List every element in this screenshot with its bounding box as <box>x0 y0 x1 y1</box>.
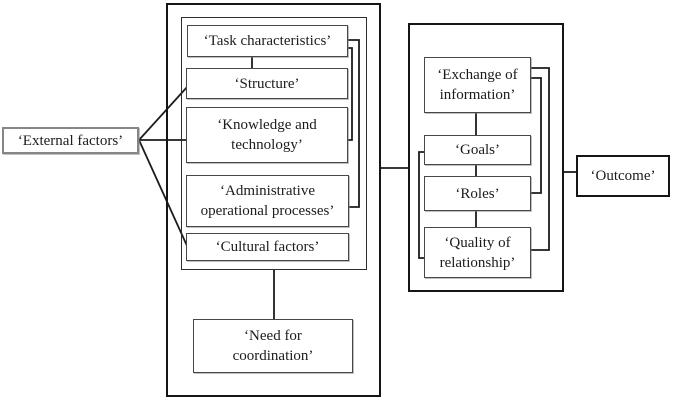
bracket-exchange-roles <box>530 77 542 194</box>
bracket-task-administrative <box>347 39 360 208</box>
factors-inner-container <box>181 17 367 270</box>
need-coordination-label: ‘Need for coordination’ <box>232 328 314 364</box>
task-characteristics-label: ‘Task characteristics’ <box>203 33 332 49</box>
quality-relationship-box: ‘Quality of relationship’ <box>424 227 531 278</box>
outcome-label: ‘Outcome’ <box>590 168 656 184</box>
goals-box: ‘Goals’ <box>424 135 531 165</box>
knowledge-technology-box: ‘Knowledge and technology’ <box>186 107 348 163</box>
task-characteristics-box: ‘Task characteristics’ <box>187 25 348 57</box>
antecedents-container <box>166 3 381 397</box>
bracket-goals-quality <box>418 151 425 259</box>
external-factors-box: ‘External factors’ <box>2 127 139 154</box>
administrative-processes-label: ‘Administrative operational processes’ <box>200 183 335 219</box>
outcome-box: ‘Outcome’ <box>576 155 670 197</box>
external-factors-label: ‘External factors’ <box>17 132 124 149</box>
knowledge-technology-label: ‘Knowledge and technology’ <box>217 117 317 153</box>
fan-line-to-structure <box>138 85 189 141</box>
process-container <box>408 23 564 292</box>
roles-box: ‘Roles’ <box>424 176 531 211</box>
roles-label: ‘Roles’ <box>455 185 500 202</box>
bracket-task-knowledge <box>347 47 353 141</box>
bracket-exchange-quality <box>530 67 550 251</box>
fan-line-to-cultural <box>138 139 189 249</box>
administrative-processes-box: ‘Administrative operational processes’ <box>186 175 349 227</box>
structure-box: ‘Structure’ <box>186 68 348 99</box>
goals-label: ‘Goals’ <box>455 142 500 158</box>
quality-relationship-label: ‘Quality of relationship’ <box>439 234 516 271</box>
structure-label: ‘Structure’ <box>234 75 300 92</box>
need-coordination-box: ‘Need for coordination’ <box>193 319 353 373</box>
exchange-information-box: ‘Exchange of information’ <box>424 57 531 113</box>
cultural-factors-label: ‘Cultural factors’ <box>215 239 320 255</box>
exchange-information-label: ‘Exchange of information’ <box>437 67 518 103</box>
cultural-factors-box: ‘Cultural factors’ <box>186 233 349 261</box>
